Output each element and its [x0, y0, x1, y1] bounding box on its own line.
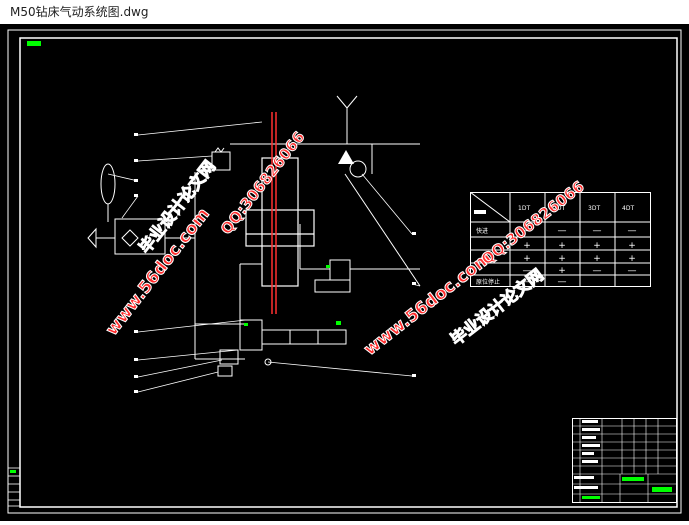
table-row-label: 快进 — [476, 227, 488, 235]
table-cell: — — [523, 226, 532, 236]
table-cell: — — [558, 277, 567, 287]
exhaust-symbol — [336, 95, 358, 134]
table-header: 2DT — [553, 205, 565, 212]
table-cell: + — [593, 241, 601, 251]
revision-block — [7, 467, 21, 507]
drawing-canvas[interactable]: 1DT 2DT 3DT 4DT 快进 原位停止 — — — — + + + + … — [0, 24, 689, 521]
air-tank — [100, 163, 116, 205]
outer-border — [7, 29, 682, 514]
check-valve — [349, 160, 367, 178]
solenoid-valve-1 — [314, 259, 351, 293]
table-cell: + — [558, 241, 566, 251]
table-cell: — — [593, 226, 602, 236]
table-header: 4DT — [622, 205, 634, 212]
table-row-label: 原位停止 — [476, 278, 500, 286]
table-cell: — — [593, 266, 602, 276]
check-arrow — [338, 150, 354, 164]
table-cell: + — [523, 254, 531, 264]
pressure-valve — [211, 147, 231, 171]
table-cell: — — [523, 266, 532, 276]
table-cell: — — [558, 226, 567, 236]
table-headers: 1DT 2DT 3DT 4DT — [518, 205, 634, 212]
table-cell: + — [523, 241, 531, 251]
solenoid-table: 1DT 2DT 3DT 4DT 快进 原位停止 — — — — + + + + … — [470, 192, 651, 287]
frl-unit — [87, 218, 195, 255]
table-row-labels: 快进 原位停止 — [476, 227, 500, 286]
table-header: 1DT — [518, 205, 530, 212]
table-header: 3DT — [588, 205, 600, 212]
corner-mark — [27, 41, 41, 46]
table-cell: + — [593, 254, 601, 264]
table-cell: + — [558, 266, 566, 276]
leader-ends — [134, 133, 416, 393]
window-title: M50钻床气动系统图.dwg — [0, 0, 689, 24]
table-cells: — — — — + + + + + + + + — + — — — — — [523, 226, 637, 287]
table-cell: — — [628, 266, 637, 276]
inner-border — [19, 37, 678, 508]
pipe-lines — [194, 134, 421, 360]
valve-block — [217, 319, 272, 377]
solenoid-valve-2 — [261, 321, 347, 345]
table-cell: — — [523, 277, 532, 287]
cylinder — [245, 157, 315, 287]
table-cell: — — [628, 226, 637, 236]
cad-drawing — [7, 29, 682, 514]
table-cell: + — [628, 241, 636, 251]
table-cell: + — [628, 254, 636, 264]
leader-lines — [107, 121, 421, 393]
table-cell: + — [558, 254, 566, 264]
title-block — [572, 418, 677, 503]
